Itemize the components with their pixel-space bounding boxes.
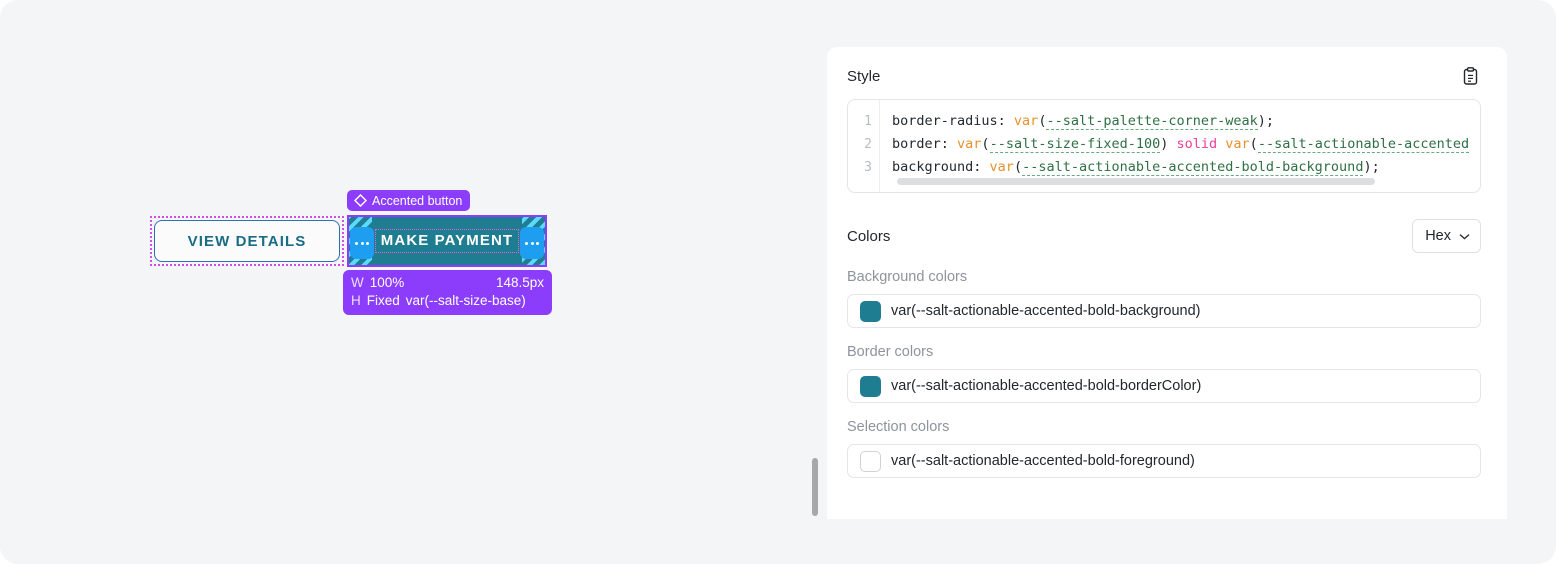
line-number: 2 bbox=[864, 137, 872, 152]
line-number: 3 bbox=[864, 160, 872, 175]
code-token-paren: ( bbox=[1249, 136, 1258, 152]
line-number: 1 bbox=[864, 114, 872, 129]
height-value: var(--salt-size-base) bbox=[405, 293, 526, 308]
ellipsis-icon bbox=[366, 241, 369, 245]
color-token-value: var(--salt-actionable-accented-bold-back… bbox=[891, 303, 1201, 319]
color-token-value: var(--salt-actionable-accented-bold-fore… bbox=[891, 453, 1195, 469]
code-token-function: var bbox=[1217, 136, 1250, 152]
style-title: Style bbox=[847, 67, 881, 85]
view-details-button-wrapper[interactable]: VIEW DETAILS bbox=[150, 216, 344, 266]
editor-code-area[interactable]: border-radius: var(--salt-palette-corner… bbox=[880, 100, 1480, 192]
color-group-background: Background colors var(--salt-actionable-… bbox=[847, 269, 1481, 328]
code-token-close: ); bbox=[1363, 159, 1380, 175]
style-section-header: Style bbox=[847, 65, 1481, 87]
padding-right-handle[interactable] bbox=[520, 227, 544, 259]
color-row-background[interactable]: var(--salt-actionable-accented-bold-back… bbox=[847, 294, 1481, 328]
code-token-variable: --salt-actionable-accented bbox=[1257, 136, 1470, 153]
padding-left-handle[interactable] bbox=[350, 227, 374, 259]
height-mode: Fixed bbox=[366, 293, 400, 308]
colors-section-header: Colors Hex bbox=[847, 219, 1481, 253]
make-payment-selected-component[interactable]: MAKE PAYMENT bbox=[347, 215, 547, 267]
color-format-select[interactable]: Hex bbox=[1412, 219, 1481, 253]
component-name-badge[interactable]: Accented button bbox=[347, 190, 471, 211]
code-token-close: ); bbox=[1257, 113, 1275, 129]
color-swatch[interactable] bbox=[860, 375, 881, 397]
editor-line-numbers: 1 2 3 bbox=[848, 100, 880, 192]
color-row-border[interactable]: var(--salt-actionable-accented-bold-bord… bbox=[847, 369, 1481, 403]
code-token-paren: ( bbox=[1013, 159, 1023, 175]
height-key: H bbox=[351, 293, 361, 308]
clipboard-icon[interactable] bbox=[1459, 65, 1481, 87]
inspector-panel: Style 1 2 3 bbox=[827, 47, 1507, 519]
code-token-variable: --salt-size-fixed-100 bbox=[989, 136, 1161, 153]
code-token-close: ) bbox=[1160, 136, 1177, 152]
code-line-2: border: var(--salt-size-fixed-100) solid… bbox=[892, 133, 1480, 156]
code-token-plain: background: bbox=[892, 159, 990, 175]
width-mode: 100% bbox=[369, 275, 405, 290]
code-token-function: var bbox=[957, 136, 982, 152]
code-token-plain: border-radius: bbox=[892, 113, 1014, 129]
design-canvas[interactable]: VIEW DETAILS Accented button MAKE PAYMEN… bbox=[0, 0, 828, 564]
code-token-function: var bbox=[989, 159, 1014, 175]
color-group-border: Border colors var(--salt-actionable-acce… bbox=[847, 344, 1481, 403]
ellipsis-icon bbox=[536, 241, 539, 245]
view-details-button[interactable]: VIEW DETAILS bbox=[154, 220, 340, 262]
panel-scrollbar-thumb[interactable] bbox=[812, 458, 818, 516]
color-row-selection[interactable]: var(--salt-actionable-accented-bold-fore… bbox=[847, 444, 1481, 478]
size-info-panel: W 100% 148.5px H Fixed var(--salt-size-b… bbox=[343, 270, 552, 315]
width-value: 148.5px bbox=[495, 275, 544, 290]
color-group-label: Border colors bbox=[847, 344, 934, 360]
size-row-width: W 100% 148.5px bbox=[351, 274, 544, 292]
make-payment-label-bounds: MAKE PAYMENT bbox=[374, 229, 520, 253]
color-group-label: Background colors bbox=[847, 269, 968, 285]
color-group-selection: Selection colors var(--salt-actionable-a… bbox=[847, 419, 1481, 478]
colors-title: Colors bbox=[847, 227, 891, 245]
code-token-variable: --salt-palette-corner-weak bbox=[1046, 113, 1258, 130]
code-token-plain: border: bbox=[892, 136, 958, 152]
color-format-value: Hex bbox=[1425, 228, 1451, 244]
code-token-paren: ( bbox=[981, 136, 990, 152]
ellipsis-icon bbox=[530, 241, 534, 245]
color-group-label: Selection colors bbox=[847, 419, 950, 435]
code-token-paren: ( bbox=[1038, 113, 1047, 129]
code-token-function: var bbox=[1013, 113, 1039, 129]
diamond-icon bbox=[354, 194, 367, 207]
color-swatch[interactable] bbox=[860, 450, 881, 472]
size-row-height: H Fixed var(--salt-size-base) bbox=[351, 292, 544, 310]
color-token-value: var(--salt-actionable-accented-bold-bord… bbox=[891, 378, 1202, 394]
editor-horizontal-scrollbar[interactable] bbox=[897, 178, 1375, 185]
make-payment-label: MAKE PAYMENT bbox=[380, 232, 514, 249]
code-line-3: background: var(--salt-actionable-accent… bbox=[892, 156, 1480, 179]
ellipsis-icon bbox=[525, 241, 528, 245]
ellipsis-icon bbox=[355, 241, 358, 245]
make-payment-button[interactable]: MAKE PAYMENT bbox=[372, 217, 522, 265]
code-token-variable: --salt-actionable-accented-bold-backgrou… bbox=[1022, 159, 1364, 176]
ellipsis-icon bbox=[360, 241, 364, 245]
color-swatch[interactable] bbox=[860, 300, 881, 322]
code-token-keyword: solid bbox=[1176, 136, 1218, 152]
width-key: W bbox=[351, 275, 364, 290]
style-code-editor[interactable]: 1 2 3 border-radius: var(--salt-palette-… bbox=[847, 99, 1481, 193]
code-line-1: border-radius: var(--salt-palette-corner… bbox=[892, 110, 1480, 133]
component-name-label: Accented button bbox=[372, 193, 463, 208]
chevron-down-icon bbox=[1459, 233, 1470, 240]
